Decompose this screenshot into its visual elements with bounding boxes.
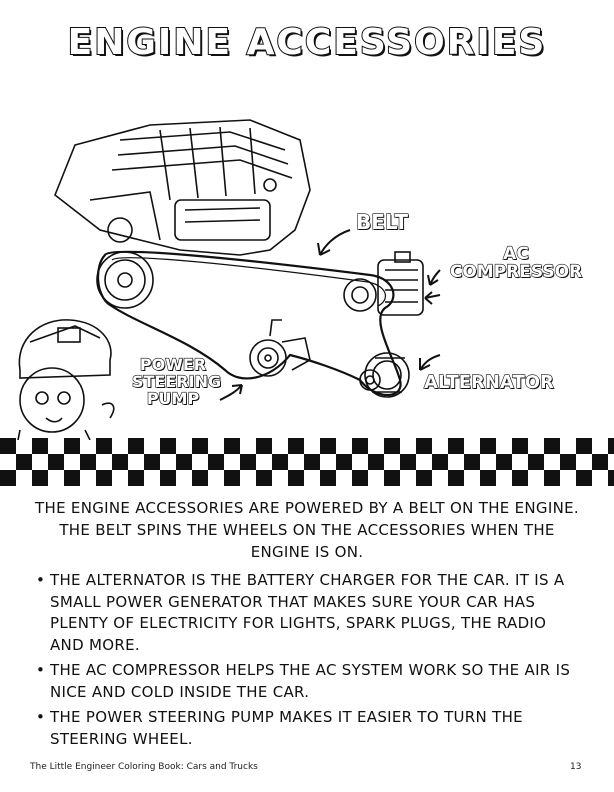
callout-ac-line1: AC: [503, 244, 530, 264]
checker-square: [256, 438, 272, 454]
bullet-text: THE POWER STEERING PUMP MAKES IT EASIER …: [50, 708, 523, 748]
checker-square: [384, 470, 400, 486]
checker-square: [48, 454, 64, 470]
checker-square: [160, 470, 176, 486]
checker-square: [144, 454, 160, 470]
engine-block: [54, 119, 311, 256]
checker-square: [224, 470, 240, 486]
footer-book-title: The Little Engineer Coloring Book: Cars …: [30, 762, 258, 772]
checker-square: [608, 438, 614, 454]
checker-square: [96, 470, 112, 486]
bullet-item: • THE ALTERNATOR IS THE BATTERY CHARGER …: [36, 570, 584, 656]
checker-square: [80, 454, 96, 470]
callout-ac-line2: COMPRESSOR: [449, 261, 583, 282]
checker-square: [16, 454, 32, 470]
checker-square: [0, 470, 16, 486]
checker-square: [176, 454, 192, 470]
checker-square: [368, 454, 384, 470]
bullet-item: • THE POWER STEERING PUMP MAKES IT EASIE…: [36, 707, 584, 750]
checker-square: [0, 438, 16, 454]
crank-pulley: [96, 251, 154, 309]
checker-square: [192, 470, 208, 486]
power-steering-pump-drawing: [249, 319, 311, 377]
checker-square: [544, 470, 560, 486]
checker-square: [112, 454, 128, 470]
checker-square: [64, 470, 80, 486]
intro-paragraph: THE ENGINE ACCESSORIES ARE POWERED BY A …: [35, 499, 579, 561]
checker-square: [64, 438, 80, 454]
checker-square: [256, 470, 272, 486]
checker-square: [384, 438, 400, 454]
callout-psp-line2: STEERING: [131, 371, 222, 391]
checker-square: [336, 454, 352, 470]
callout-psp-line1: POWER: [139, 355, 207, 374]
bullet-text: THE ALTERNATOR IS THE BATTERY CHARGER FO…: [50, 571, 565, 654]
checker-square: [448, 470, 464, 486]
checker-square: [480, 470, 496, 486]
checker-square: [416, 470, 432, 486]
checker-square: [160, 438, 176, 454]
checker-square: [320, 438, 336, 454]
checker-square: [512, 470, 528, 486]
checker-square: [512, 438, 528, 454]
idler-pulley: [343, 278, 377, 312]
checker-square: [352, 470, 368, 486]
checker-square: [496, 454, 512, 470]
bullet-dot: •: [36, 661, 46, 679]
ac-compressor-drawing: [377, 251, 424, 316]
checker-square: [416, 438, 432, 454]
alternator-drawing: [359, 352, 410, 398]
checkered-flag-band: [0, 438, 614, 486]
callout-psp-line3: PUMP: [146, 388, 200, 408]
engine-illustration: [17, 119, 441, 440]
checker-square: [464, 454, 480, 470]
footer-page-number: 13: [570, 762, 582, 772]
checker-square: [128, 438, 144, 454]
checker-square: [400, 454, 416, 470]
checker-square: [592, 454, 608, 470]
checker-square: [224, 438, 240, 454]
checker-square: [576, 470, 592, 486]
callout-ac-compressor: AC COMPRESSOR: [446, 244, 586, 282]
callout-arrows: [219, 229, 441, 401]
callout-alternator: ALTERNATOR: [423, 372, 554, 393]
callout-power-steering-pump: POWER STEERING PUMP: [131, 355, 222, 408]
checker-square: [320, 470, 336, 486]
bullet-item: • THE AC COMPRESSOR HELPS THE AC SYSTEM …: [36, 660, 584, 703]
checker-square: [272, 454, 288, 470]
bullet-dot: •: [36, 708, 46, 726]
checker-square: [128, 470, 144, 486]
bullet-text: THE AC COMPRESSOR HELPS THE AC SYSTEM WO…: [50, 661, 571, 701]
page-title: ENGINE ACCESSORIES: [67, 21, 547, 64]
bullet-list: • THE ALTERNATOR IS THE BATTERY CHARGER …: [36, 570, 584, 754]
checker-square: [240, 454, 256, 470]
checker-square: [352, 438, 368, 454]
checker-square: [96, 438, 112, 454]
checker-square: [480, 438, 496, 454]
checker-square: [208, 454, 224, 470]
bullet-dot: •: [36, 571, 46, 589]
checker-square: [560, 454, 576, 470]
checker-square: [32, 438, 48, 454]
checker-square: [448, 438, 464, 454]
mascot-drawing: [17, 319, 115, 440]
checker-square: [544, 438, 560, 454]
checker-square: [288, 438, 304, 454]
checker-square: [608, 470, 614, 486]
checker-square: [432, 454, 448, 470]
checker-square: [192, 438, 208, 454]
checker-square: [576, 438, 592, 454]
checker-square: [528, 454, 544, 470]
checker-square: [288, 470, 304, 486]
callout-belt: BELT: [355, 210, 408, 234]
checker-square: [304, 454, 320, 470]
checker-square: [32, 470, 48, 486]
